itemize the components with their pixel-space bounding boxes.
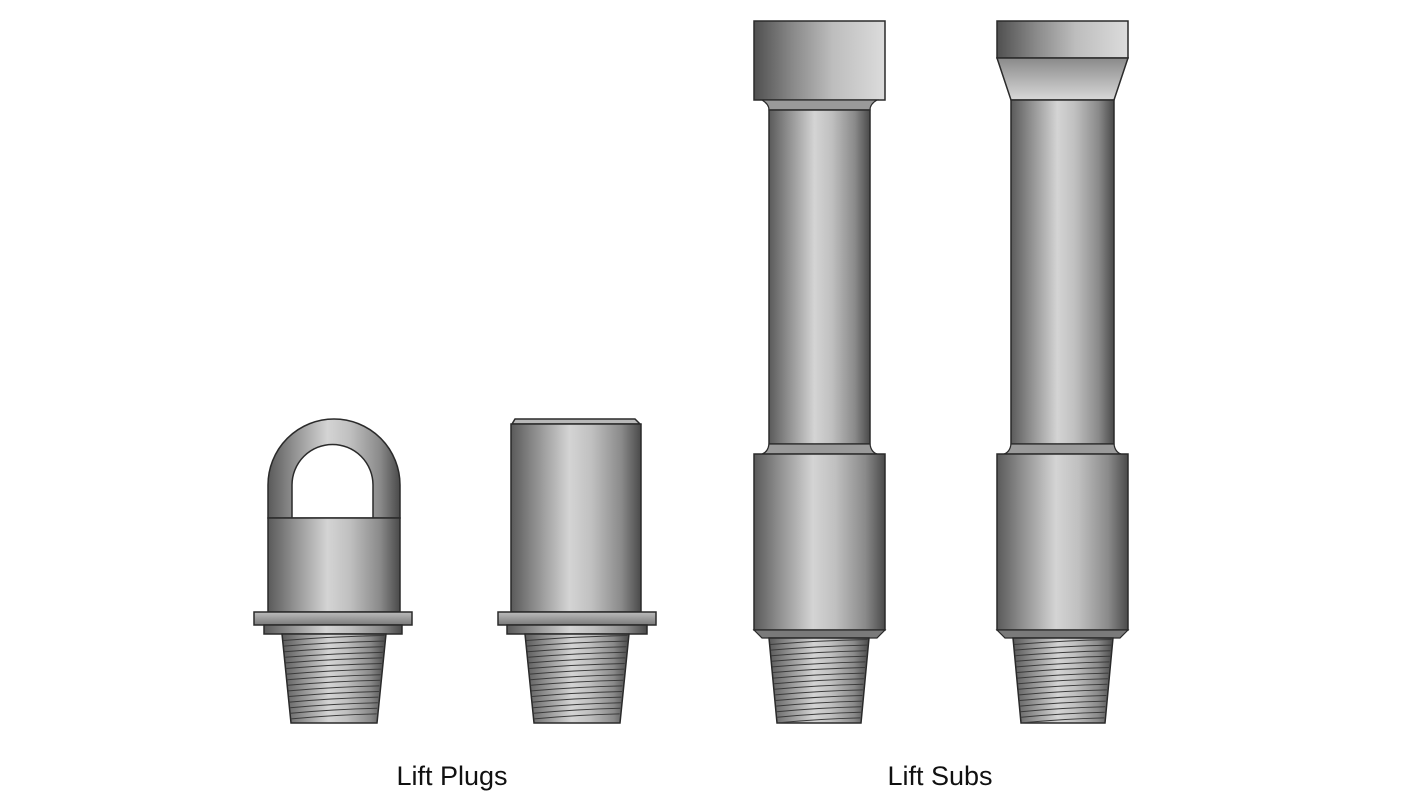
thread-line — [283, 635, 385, 641]
thread-line — [288, 685, 380, 692]
thread-line — [528, 651, 626, 658]
thread-line — [285, 651, 383, 658]
thread-line — [776, 706, 862, 713]
thread-line — [770, 639, 868, 645]
thread-line — [290, 702, 378, 709]
thread-line — [1014, 644, 1112, 651]
plug-flange — [253, 611, 413, 626]
thread-line — [532, 696, 622, 703]
sub-upper-fillet — [759, 99, 880, 111]
lift-plug-plain — [497, 418, 657, 724]
thread-line — [287, 679, 381, 686]
thread-line — [773, 672, 865, 679]
thread-line — [286, 668, 382, 675]
thread-line — [1015, 650, 1111, 657]
sub-shaft — [768, 109, 871, 445]
sub-shaft — [1010, 99, 1115, 445]
sub-box-end — [753, 453, 886, 631]
thread-line — [775, 695, 863, 701]
thread-line — [289, 691, 379, 697]
sub-lower-fillet — [761, 443, 878, 455]
plug-flange-lip — [506, 624, 648, 635]
thread-line — [777, 711, 861, 718]
lift-sub-tapered — [995, 20, 1130, 724]
thread-line — [771, 655, 867, 662]
thread-line — [777, 717, 861, 724]
thread-line — [770, 644, 868, 651]
sub-top-box — [996, 20, 1129, 59]
sub-lower-fillet — [1003, 443, 1122, 455]
thread-line — [774, 678, 864, 685]
thread-line — [529, 668, 625, 675]
thread-line — [534, 713, 620, 720]
plug-flange — [497, 611, 657, 626]
caption-lift-plugs: Lift Plugs — [396, 761, 508, 791]
plug-flange-lip — [263, 624, 403, 635]
thread-line — [1017, 672, 1109, 679]
thread-line — [1018, 678, 1108, 685]
lift-sub-square — [752, 20, 887, 724]
sub-taper — [995, 57, 1130, 101]
sub-top-box — [753, 20, 886, 101]
thread-line — [530, 674, 624, 681]
thread-line — [772, 667, 865, 673]
thread-line — [1015, 655, 1111, 662]
thread-line — [529, 663, 625, 669]
thread-line — [1021, 717, 1105, 724]
thread-line — [775, 689, 863, 696]
sub-box-end — [996, 453, 1129, 631]
sub-box-chamfer — [752, 629, 887, 639]
thread-line — [531, 685, 623, 692]
sub-box-chamfer — [995, 629, 1130, 639]
thread-line — [526, 635, 628, 641]
thread-line — [527, 646, 627, 653]
thread-line — [533, 707, 621, 714]
thread-line — [291, 713, 377, 720]
thread-line — [533, 702, 621, 709]
lift-plug-bail — [253, 418, 413, 724]
thread-line — [774, 683, 864, 690]
plug-body — [510, 423, 642, 613]
thread-line — [1019, 695, 1107, 701]
thread-line — [772, 661, 866, 668]
thread-line — [1020, 700, 1106, 707]
plug-body — [267, 517, 401, 613]
thread-line — [289, 696, 379, 703]
thread-line — [1018, 683, 1108, 690]
thread-line — [287, 674, 381, 681]
thread-line — [526, 640, 628, 647]
thread-line — [286, 663, 382, 669]
bail-loop — [267, 418, 401, 519]
thread-line — [1016, 667, 1110, 673]
thread-line — [776, 700, 862, 707]
thread-line — [528, 657, 626, 664]
thread-line — [771, 650, 867, 657]
thread-line — [532, 691, 622, 697]
thread-line — [1014, 639, 1112, 645]
thread-line — [1019, 689, 1107, 696]
thread-line — [285, 657, 383, 664]
thread-line — [1021, 711, 1105, 718]
thread-line — [290, 707, 378, 714]
thread-line — [284, 646, 384, 653]
caption-lift-subs: Lift Subs — [887, 761, 993, 791]
thread-line — [530, 679, 624, 686]
thread-line — [283, 640, 385, 647]
thread-line — [1020, 706, 1106, 713]
thread-line — [1016, 661, 1110, 668]
